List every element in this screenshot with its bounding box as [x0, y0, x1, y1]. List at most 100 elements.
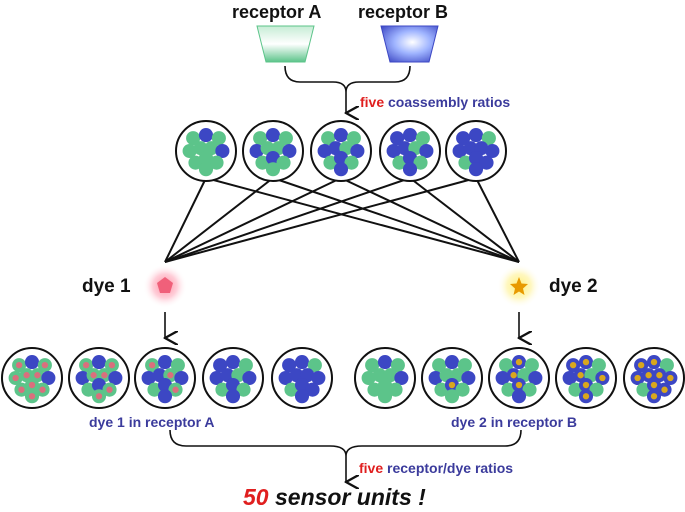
final-text: sensor units ! — [274, 484, 426, 510]
dye1-mixture-5 — [271, 347, 333, 409]
receptor-a-label: receptor A — [232, 2, 322, 22]
receptor-b-bead — [452, 143, 467, 159]
dye-dot — [569, 361, 577, 369]
receptor-a-bead — [432, 358, 447, 373]
receptor-a-bead — [278, 131, 293, 146]
dye-2-label: dye 2 — [549, 276, 598, 297]
receptor-b-bead — [468, 128, 484, 143]
coassembly-ratios-label: five coassembly ratios — [360, 94, 510, 110]
receptor-b-bead — [91, 355, 107, 370]
receptor-b-bead — [562, 370, 577, 386]
receptor-a-bead — [390, 358, 405, 373]
dye-dot — [106, 386, 113, 393]
dye-dot — [90, 372, 97, 379]
final-result-label: 50 sensor units ! — [243, 484, 426, 511]
dye-dot — [18, 386, 25, 393]
receptor-b-bead — [198, 128, 214, 143]
receptor-a-bead — [186, 131, 201, 146]
top-brace — [284, 65, 411, 93]
receptor-b-bead — [213, 358, 228, 373]
dye-dot — [12, 374, 19, 382]
receptor-a-bead — [321, 131, 336, 146]
receptor-b-bead — [294, 355, 310, 370]
dye-dot — [28, 381, 36, 389]
receptor-a-bead — [307, 358, 322, 373]
receptor-a-bead — [455, 382, 470, 397]
receptor-b-bead — [108, 370, 123, 386]
receptor-b-bead — [265, 128, 281, 143]
receptor-a-bead — [361, 370, 376, 386]
receptor-b-bead — [485, 143, 500, 159]
dye-dot — [23, 372, 30, 379]
receptor-a-bead — [499, 358, 514, 373]
receptor-a-bead — [524, 358, 539, 373]
receptor-b-bead — [495, 370, 510, 386]
receptor-b-shape — [380, 25, 439, 63]
dye-dot — [448, 381, 456, 389]
receptor-a-bead — [198, 162, 214, 177]
connection-line — [272, 177, 520, 263]
receptor-b-bead — [249, 143, 264, 159]
dye-1-label: dye 1 — [82, 276, 131, 297]
receptor-a-bead — [209, 155, 224, 170]
dye2-mixture-1 — [354, 347, 416, 409]
receptor-b-bead — [468, 162, 484, 177]
dye1-mixture-4 — [202, 347, 264, 409]
connection-line — [409, 177, 520, 263]
receptor-b-bead — [333, 162, 349, 177]
connection-line — [164, 177, 274, 263]
dye-dot — [599, 374, 606, 382]
receptor-b-bead — [402, 150, 418, 166]
dye-dot — [101, 372, 108, 379]
dye-dot — [577, 372, 584, 379]
mixture-3 — [310, 120, 372, 182]
receptor-b-bead — [461, 370, 476, 386]
receptor-b-bead — [444, 355, 460, 370]
receptor-b-bead — [24, 355, 40, 370]
dye-dot — [172, 386, 179, 393]
dye-dot — [28, 393, 36, 400]
dye-dot — [582, 358, 590, 366]
coassembly-text: coassembly ratios — [388, 94, 511, 110]
receptor-b-label: receptor B — [358, 2, 449, 22]
receptor-a-bead — [659, 358, 674, 373]
receptor-a-bead — [323, 155, 338, 170]
receptor-b-bead — [91, 377, 107, 393]
receptor-a-bead — [589, 382, 604, 397]
receptor-b-bead — [468, 150, 484, 166]
receptor-a-bead — [415, 131, 430, 146]
dye-dot — [667, 374, 674, 382]
receptor-b-bead — [528, 370, 543, 386]
dye2-receptor-b-row — [354, 347, 685, 409]
receptor-a-bead — [591, 358, 606, 373]
receptor-b-bead — [311, 370, 326, 386]
dye2-in-receptor-b-label: dye 2 in receptor B — [451, 414, 578, 430]
dye2-mixture-4 — [555, 347, 617, 409]
receptor-a-bead — [147, 382, 162, 397]
receptor-b-bead — [386, 143, 401, 159]
dye1-mixture-1 — [1, 347, 63, 409]
dye1-mixture-3 — [134, 347, 196, 409]
receptor-b-bead — [215, 143, 230, 159]
dye-dot — [656, 372, 663, 379]
dye1-mixture-2 — [68, 347, 130, 409]
dye-dot — [34, 372, 41, 379]
connection-line — [164, 177, 411, 263]
dye-dot — [645, 372, 652, 379]
receptor-a-bead — [236, 382, 251, 397]
receptor-b-bead — [282, 358, 297, 373]
receptor-b-bead — [294, 389, 310, 404]
receptor-b-bead — [174, 370, 189, 386]
dye-dot — [515, 358, 523, 366]
connection-lines — [164, 177, 520, 263]
receptor-a-bead — [188, 155, 203, 170]
mixture-5 — [445, 120, 507, 182]
receptor-b-bead — [428, 370, 443, 386]
connection-line — [164, 177, 477, 263]
receptor-a-bead — [365, 358, 380, 373]
dye-dot — [637, 361, 645, 369]
receptor-b-bead — [394, 370, 409, 386]
dye-dot — [148, 361, 156, 369]
receptor-a-bead — [81, 382, 96, 397]
receptor-b-bead — [333, 150, 349, 166]
